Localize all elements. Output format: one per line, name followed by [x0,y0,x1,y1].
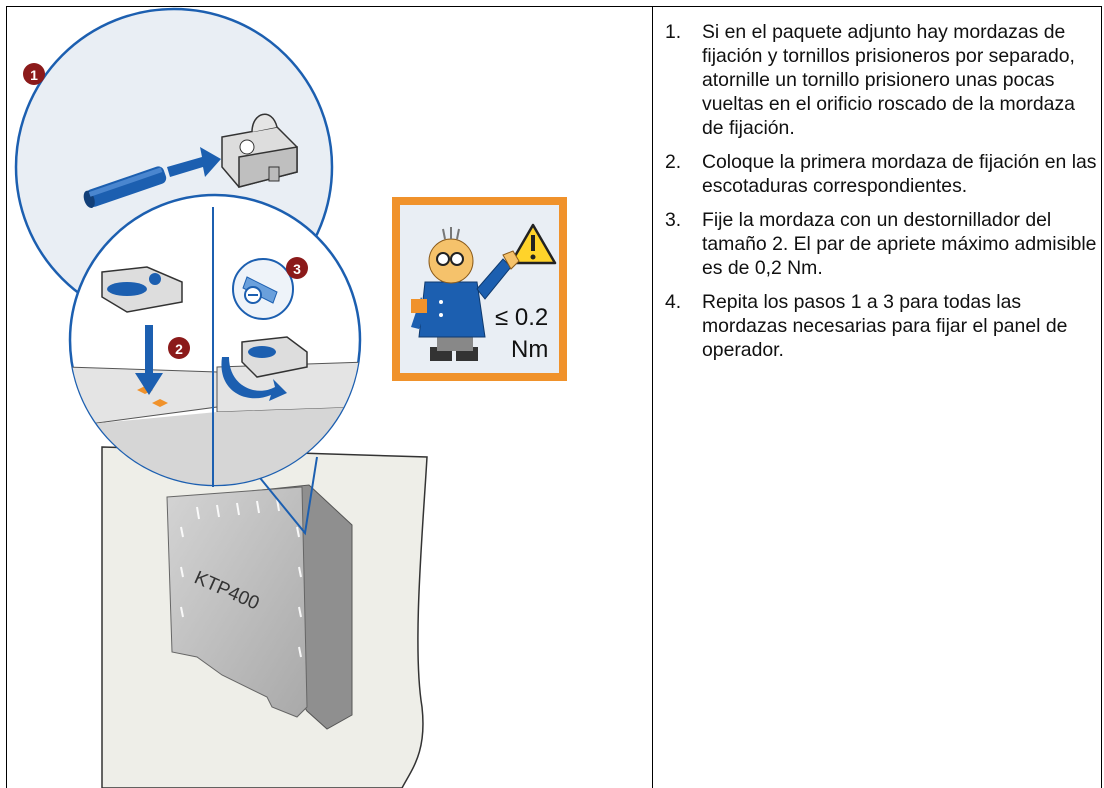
warning-triangle-icon [509,223,557,265]
rotation-arrow-icon [221,357,287,401]
instruction-steps: 1. Si en el paquete adjunto hay mordazas … [665,20,1097,372]
installation-figure: KTP400 [7,7,652,788]
torque-unit: Nm [511,336,548,363]
fixing-clamp [221,113,298,188]
clamp-mounted [241,336,308,378]
set-screw [83,166,167,209]
step-text: Si en el paquete adjunto hay mordazas de… [702,21,1075,139]
clamp-with-screw [101,266,183,313]
down-arrow-icon [135,325,163,395]
content-frame [6,6,1102,788]
callout-2-label: 2 [175,341,183,357]
step-item: 3. Fije la mordaza con un destornillador … [665,208,1097,280]
step-number: 4. [665,291,682,313]
callout-1-label: 1 [30,67,38,83]
step-number: 2. [665,151,682,173]
right-arrow-icon [167,147,221,177]
step-text: Fije la mordaza con un destornillador de… [702,209,1097,279]
step-item: 2. Coloque la primera mordaza de fijación… [665,150,1097,198]
step-item: 4. Repita los pasos 1 a 3 para todas las … [665,290,1097,362]
step-number: 3. [665,209,682,231]
step-text: Coloque la primera mordaza de fijación e… [702,151,1097,197]
callout-3-label: 3 [293,261,301,277]
step-item: 1. Si en el paquete adjunto hay mordazas … [665,20,1097,140]
step-text: Repita los pasos 1 a 3 para todas las mo… [702,291,1068,361]
screwdriver-size-icon [232,258,294,320]
ktp400-device: KTP400 [166,484,353,730]
step-number: 1. [665,21,682,43]
detail-circle-2: 2 3 [68,193,362,487]
mechanic-character-icon [411,227,520,361]
torque-warning-box: ≤ 0.2 Nm [392,197,567,381]
column-divider [652,6,653,788]
torque-value: ≤ 0.2 [495,304,548,331]
